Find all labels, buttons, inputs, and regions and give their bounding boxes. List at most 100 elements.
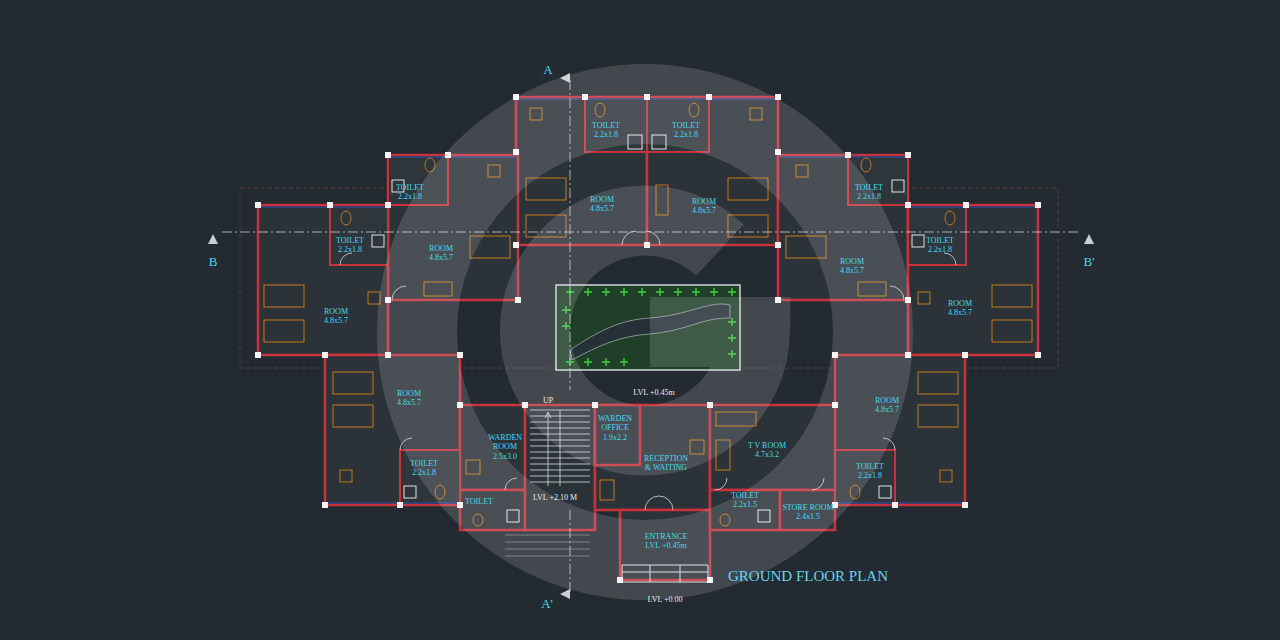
- column: [905, 202, 911, 208]
- room-label-box: TOILET2.2x1.8: [672, 121, 700, 139]
- room-name: TOILET: [396, 183, 424, 192]
- room-label-box: TOILET2.2x1.8: [856, 462, 884, 480]
- column: [962, 352, 968, 358]
- level-note: LVL +0.45m: [633, 388, 674, 397]
- room-label-box: TOILET2.2x1.8: [336, 236, 364, 254]
- room-label-box: WARDEN ROOM2.5x3.0: [483, 433, 527, 461]
- room-label-box: TOILET2.2x1.8: [410, 459, 438, 477]
- room-name: WARDEN OFFICE: [596, 414, 634, 432]
- wc: [945, 211, 955, 225]
- room-name: RECEPTION & WAITING: [640, 454, 692, 472]
- chair: [340, 470, 352, 482]
- wash-basin: [404, 486, 416, 498]
- room-name: TOILET: [672, 121, 700, 130]
- room-name: TOILET: [731, 491, 759, 500]
- room-dimension: 2.2x1.8: [672, 130, 700, 139]
- section-arrow: [208, 73, 1094, 599]
- column: [892, 502, 898, 508]
- room-dimension: 4.8x5.7: [948, 308, 972, 317]
- room-dimension: 2.2x1.8: [855, 192, 883, 201]
- wash-basin: [892, 180, 904, 192]
- room-name: ROOM: [324, 307, 348, 316]
- room-label-box: TOILET2.2x1.8: [855, 183, 883, 201]
- toilet-wall: [330, 205, 388, 265]
- column: [255, 352, 261, 358]
- section-mark: B': [1083, 255, 1094, 270]
- column: [1035, 352, 1041, 358]
- section-mark: A: [543, 63, 552, 78]
- room-label-box: ROOM4.8x5.7: [590, 195, 614, 213]
- column: [322, 502, 328, 508]
- column: [322, 352, 328, 358]
- room-wall: [908, 205, 1038, 355]
- room-dimension: 2.2x1.8: [926, 245, 954, 254]
- room-label-box: RECEPTION & WAITING: [640, 454, 692, 472]
- room-dimension: 4.8x5.7: [324, 316, 348, 325]
- drawing-title: GROUND FLOOR PLAN: [728, 567, 888, 585]
- room-name: ROOM: [948, 299, 972, 308]
- room-name: ENTRANCE: [645, 532, 688, 541]
- room-label-box: ROOM4.8x5.7: [324, 307, 348, 325]
- room-dimension: 2.4x1.5: [782, 512, 833, 521]
- room-dimension: LVL +0.45m: [645, 541, 688, 550]
- room-label-box: WARDEN OFFICE1.9x2.2: [596, 414, 634, 442]
- room-name: TOILET: [465, 497, 493, 506]
- room-dimension: 4.8x5.7: [875, 405, 899, 414]
- room-label-box: ROOM4.8x5.7: [692, 197, 716, 215]
- room-name: ROOM: [875, 396, 899, 405]
- column: [1035, 202, 1041, 208]
- room-dimension: 4.8x5.7: [397, 398, 421, 407]
- room-dimension: 4.8x5.7: [429, 253, 453, 262]
- room-name: TOILET: [926, 236, 954, 245]
- wash-basin: [879, 486, 891, 498]
- column: [327, 202, 333, 208]
- section-mark: A': [541, 597, 553, 612]
- room-label-box: STORE ROOM2.4x1.5: [782, 503, 833, 521]
- chair: [940, 470, 952, 482]
- room-label-box: ENTRANCELVL +0.45m: [645, 532, 688, 550]
- room-name: STORE ROOM: [782, 503, 833, 512]
- room-label-box: ROOM4.8x5.7: [429, 244, 453, 262]
- bed: [264, 320, 304, 342]
- room-dimension: 4.8x5.7: [692, 206, 716, 215]
- room-name: ROOM: [692, 197, 716, 206]
- wc: [861, 158, 871, 172]
- room-label-box: ROOM4.8x5.7: [875, 396, 899, 414]
- room-dimension: 2.2x1.8: [410, 468, 438, 477]
- room-label-box: T V ROOM4.7x3.2: [748, 441, 786, 459]
- room-name: ROOM: [429, 244, 453, 253]
- room-dimension: 1.9x2.2: [596, 433, 634, 442]
- room-name: TOILET: [410, 459, 438, 468]
- section-mark: B: [209, 255, 218, 270]
- bed: [918, 372, 958, 394]
- column: [255, 202, 261, 208]
- room-dimension: 4.8x5.7: [590, 204, 614, 213]
- bed: [333, 405, 373, 427]
- room-name: T V ROOM: [748, 441, 786, 450]
- room-dimension: 2.5x3.0: [483, 452, 527, 461]
- column: [905, 152, 911, 158]
- wash-basin: [912, 235, 924, 247]
- wall-inner-line: [260, 99, 1036, 503]
- room-name: TOILET: [592, 121, 620, 130]
- room-dimension: 4.8x5.7: [840, 266, 864, 275]
- chair: [918, 292, 930, 304]
- room-name: ROOM: [840, 257, 864, 266]
- room-label-box: TOILET2.2x1.8: [592, 121, 620, 139]
- room-dimension: 2.2x1.8: [336, 245, 364, 254]
- bed: [333, 372, 373, 394]
- bed: [992, 285, 1032, 307]
- level-note: LVL +0.00: [647, 595, 682, 604]
- room-label-box: TOILET2.2x1.8: [926, 236, 954, 254]
- watermark-ring: [417, 104, 873, 560]
- wc: [341, 211, 351, 225]
- column: [513, 242, 519, 248]
- room-name: TOILET: [336, 236, 364, 245]
- level-note: LVL +2.10 M: [533, 493, 577, 502]
- room-dimension: 2.2x1.8: [396, 192, 424, 201]
- room-name: ROOM: [397, 389, 421, 398]
- room-name: WARDEN ROOM: [483, 433, 527, 451]
- room-name: TOILET: [856, 462, 884, 471]
- sofa: [600, 480, 614, 500]
